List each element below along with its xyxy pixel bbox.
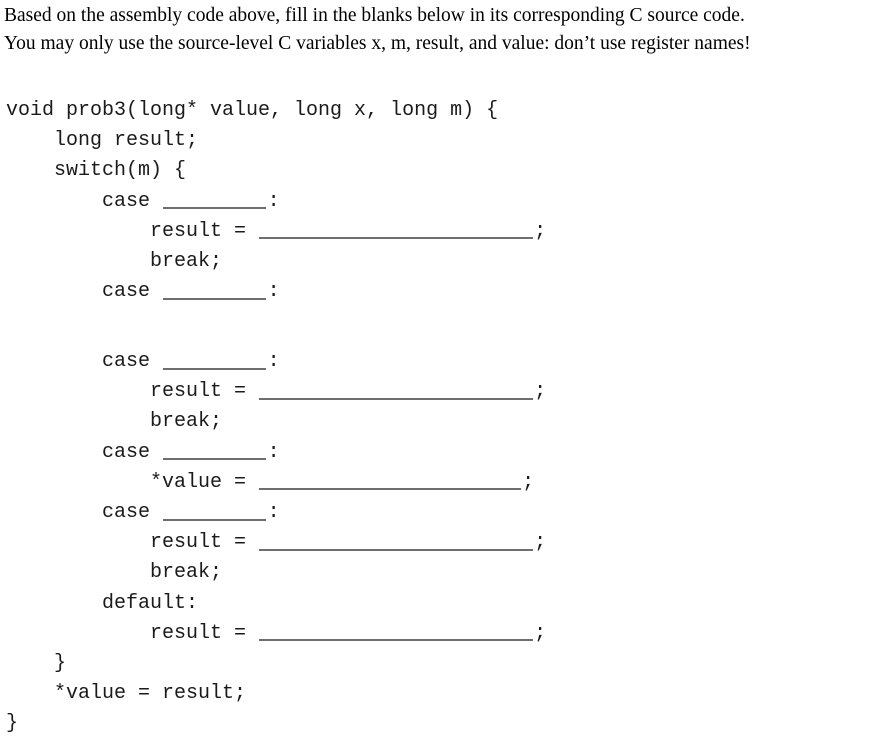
code-line: case :	[6, 438, 546, 468]
code-text: case	[6, 350, 163, 374]
code-text: :	[267, 189, 280, 213]
fill-in-blank[interactable]	[163, 279, 267, 300]
instructions-line-2: You may only use the source-level C vari…	[4, 33, 751, 54]
code-text: :	[267, 501, 280, 525]
code-text: ;	[522, 470, 535, 494]
fill-in-blank[interactable]	[259, 379, 533, 400]
code-text: *value = result;	[6, 682, 247, 706]
code-line: }	[6, 709, 546, 739]
code-text: ;	[534, 380, 547, 404]
code-text: :	[267, 350, 280, 374]
code-line: case :	[6, 277, 546, 307]
code-line: result = ;	[6, 528, 546, 558]
code-text: ;	[534, 219, 547, 243]
code-line: result = ;	[6, 377, 546, 407]
instructions-line-1: Based on the assembly code above, fill i…	[4, 5, 745, 26]
code-line: long result;	[6, 126, 546, 156]
fill-in-blank[interactable]	[163, 349, 267, 370]
c-source-code-block: void prob3(long* value, long x, long m) …	[6, 96, 546, 740]
code-text: result =	[6, 380, 259, 404]
code-text: ;	[534, 621, 547, 645]
fill-in-blank[interactable]	[163, 188, 267, 210]
code-text: break;	[6, 561, 223, 585]
code-text: :	[267, 280, 280, 304]
code-line: result = ;	[6, 619, 546, 649]
instructions: Based on the assembly code above, fill i…	[4, 2, 874, 58]
fill-in-blank[interactable]	[259, 620, 533, 642]
code-line: void prob3(long* value, long x, long m) …	[6, 96, 546, 126]
code-text: break;	[6, 410, 223, 434]
code-text: switch(m) {	[6, 159, 187, 183]
code-text: case	[6, 189, 163, 213]
code-line: case :	[6, 187, 546, 217]
code-line: default:	[6, 589, 546, 619]
code-text: long result;	[6, 129, 199, 153]
code-text: result =	[6, 219, 259, 243]
code-line: break;	[6, 558, 546, 588]
code-line: *value = ;	[6, 468, 546, 498]
code-text: *value =	[6, 470, 259, 494]
code-line: *value = result;	[6, 679, 546, 709]
fill-in-blank[interactable]	[259, 469, 521, 491]
code-text: }	[6, 712, 19, 736]
code-line: switch(m) {	[6, 156, 546, 186]
code-text: :	[267, 440, 280, 464]
code-line: result = ;	[6, 217, 546, 247]
code-line: break;	[6, 247, 546, 277]
code-text: void prob3(long* value, long x, long m) …	[6, 99, 499, 122]
code-line: break;	[6, 407, 546, 437]
fill-in-blank[interactable]	[163, 500, 267, 521]
fill-in-blank[interactable]	[163, 439, 267, 461]
fill-in-blank[interactable]	[259, 530, 533, 551]
code-text: default:	[6, 591, 199, 615]
code-text: break;	[6, 249, 223, 273]
code-text: result =	[6, 531, 259, 555]
code-line: }	[6, 649, 546, 679]
code-text: }	[6, 651, 67, 675]
code-text: case	[6, 440, 163, 464]
code-line: case :	[6, 347, 546, 377]
fill-in-blank[interactable]	[259, 218, 533, 240]
code-text: case	[6, 501, 163, 525]
code-line: case :	[6, 498, 546, 528]
code-text: ;	[534, 531, 547, 555]
code-text: result =	[6, 621, 259, 645]
code-text: case	[6, 280, 163, 304]
